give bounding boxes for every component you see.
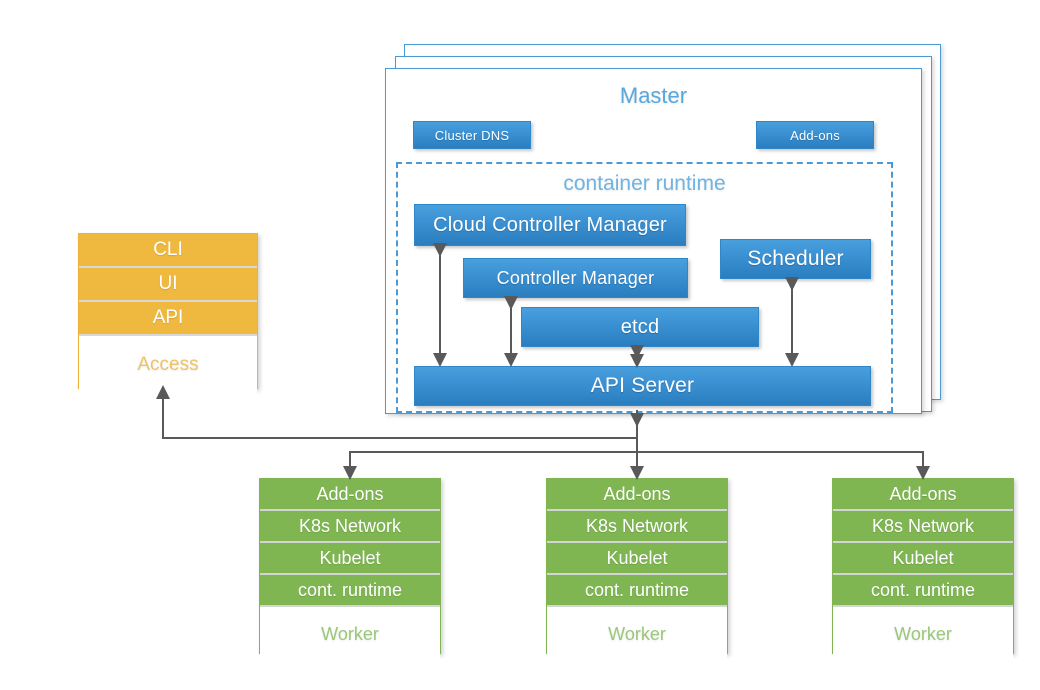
worker-2-row-kubelet[interactable]: Kubelet	[547, 543, 727, 575]
access-footer: Access	[79, 336, 257, 394]
worker-3-row-addons-label: Add-ons	[889, 483, 957, 504]
worker-2-row-addons-label: Add-ons	[603, 483, 671, 504]
worker-1-row-network[interactable]: K8s Network	[260, 511, 440, 543]
worker-2-footer: Worker	[547, 607, 727, 661]
worker-3-row-kubelet[interactable]: Kubelet	[833, 543, 1013, 575]
master-title: Master	[619, 83, 688, 108]
worker-1-row-network-label: K8s Network	[298, 515, 402, 536]
worker-1-row-kubelet[interactable]: Kubelet	[260, 543, 440, 575]
master-addons-box[interactable]: Add-ons	[756, 121, 874, 149]
worker-node-3[interactable]: Add-ons K8s Network Kubelet cont. runtim…	[832, 478, 1014, 661]
worker-2-row-addons[interactable]: Add-ons	[547, 479, 727, 511]
cloud-controller-manager-label: Cloud Controller Manager	[433, 213, 667, 236]
access-row-cli[interactable]: CLI	[79, 234, 257, 268]
scheduler-label: Scheduler	[747, 247, 844, 270]
worker-3-footer-label: Worker	[894, 623, 952, 644]
access-footer-label: Access	[137, 354, 199, 375]
api-server-label: API Server	[590, 374, 695, 397]
worker-3-row-addons[interactable]: Add-ons	[833, 479, 1013, 511]
worker-2-row-kubelet-label: Kubelet	[606, 547, 668, 568]
scheduler-box[interactable]: Scheduler	[720, 239, 871, 279]
master-addons-label: Add-ons	[790, 127, 840, 143]
worker-2-footer-label: Worker	[608, 623, 666, 644]
worker-1-footer: Worker	[260, 607, 440, 661]
worker-3-footer: Worker	[833, 607, 1013, 661]
worker-3-row-network[interactable]: K8s Network	[833, 511, 1013, 543]
arrow-apiserver-worker-1	[343, 451, 637, 480]
worker-2-row-runtime[interactable]: cont. runtime	[547, 575, 727, 607]
worker-3-row-kubelet-label: Kubelet	[892, 547, 954, 568]
worker-node-1[interactable]: Add-ons K8s Network Kubelet cont. runtim…	[259, 478, 441, 661]
cluster-dns-label: Cluster DNS	[434, 127, 510, 143]
access-row-api[interactable]: API	[79, 302, 257, 336]
worker-1-footer-label: Worker	[321, 623, 379, 644]
worker-1-row-runtime[interactable]: cont. runtime	[260, 575, 440, 607]
access-row-cli-label: CLI	[153, 239, 183, 260]
worker-3-row-network-label: K8s Network	[871, 515, 975, 536]
controller-manager-label: Controller Manager	[496, 267, 655, 288]
cloud-controller-manager-box[interactable]: Cloud Controller Manager	[414, 204, 686, 246]
worker-1-row-kubelet-label: Kubelet	[319, 547, 381, 568]
worker-3-row-runtime[interactable]: cont. runtime	[833, 575, 1013, 607]
api-server-box[interactable]: API Server	[414, 366, 871, 406]
worker-3-row-runtime-label: cont. runtime	[870, 579, 976, 600]
worker-2-row-network[interactable]: K8s Network	[547, 511, 727, 543]
cluster-dns-box[interactable]: Cluster DNS	[413, 121, 531, 149]
worker-1-row-runtime-label: cont. runtime	[297, 579, 403, 600]
worker-node-2[interactable]: Add-ons K8s Network Kubelet cont. runtim…	[546, 478, 728, 661]
etcd-box[interactable]: etcd	[521, 307, 759, 347]
access-row-ui[interactable]: UI	[79, 268, 257, 302]
access-row-ui-label: UI	[158, 273, 178, 294]
container-runtime-region: container runtime	[396, 162, 893, 413]
container-runtime-title: container runtime	[563, 172, 726, 195]
access-row-api-label: API	[152, 307, 184, 328]
worker-1-row-addons[interactable]: Add-ons	[260, 479, 440, 511]
worker-2-row-runtime-label: cont. runtime	[584, 579, 690, 600]
arrow-apiserver-worker-3	[637, 451, 930, 480]
controller-manager-box[interactable]: Controller Manager	[463, 258, 688, 298]
etcd-label: etcd	[620, 315, 660, 338]
worker-2-row-network-label: K8s Network	[585, 515, 689, 536]
master-node[interactable]: Master Cluster DNS Add-ons container run…	[385, 68, 922, 414]
access-node[interactable]: CLI UI API Access	[78, 233, 258, 394]
worker-1-row-addons-label: Add-ons	[316, 483, 384, 504]
